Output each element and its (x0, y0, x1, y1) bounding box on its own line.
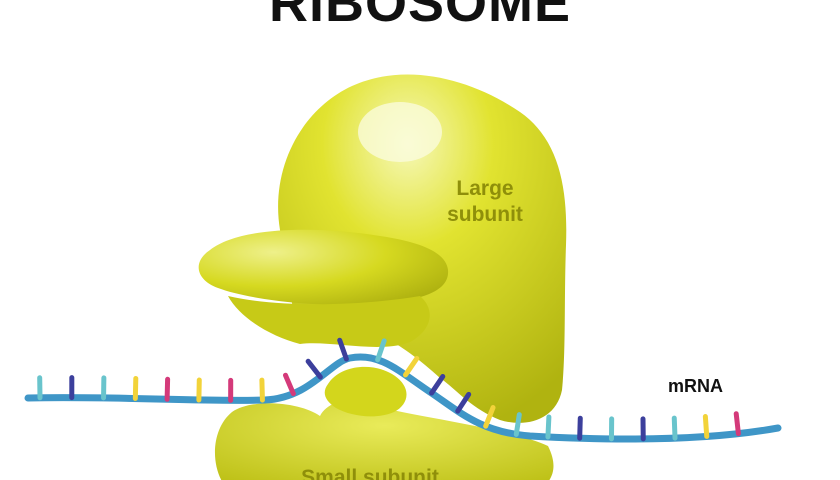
mrna-base (702, 413, 710, 439)
mrna-base (259, 377, 265, 403)
mrna-base (733, 411, 741, 437)
mrna-base (483, 405, 496, 429)
mrna-strand (24, 353, 782, 443)
mrna-base (282, 372, 296, 397)
small-subunit-label: Small subunit (301, 466, 439, 480)
mrna-base (402, 355, 420, 378)
mrna-base (577, 415, 583, 441)
mrna-base (305, 358, 323, 380)
large-subunit-lip-lower (228, 296, 430, 347)
small-subunit (215, 398, 554, 480)
diagram-title: RIBOSOME (268, 0, 572, 33)
large-subunit-lip (198, 229, 449, 306)
mrna-base (429, 373, 446, 396)
mrna-base (671, 415, 678, 441)
large-subunit-highlight (358, 102, 442, 162)
mrna-base (337, 337, 349, 362)
mrna-base (164, 376, 171, 402)
mrna-base (513, 412, 522, 437)
mrna-base (455, 391, 472, 414)
mrna-bases (37, 337, 741, 442)
mrna-base (545, 414, 552, 440)
small-subunit-bump (324, 366, 407, 417)
mrna-base (375, 338, 387, 363)
large-subunit-label: Large subunit (447, 177, 523, 226)
mrna-label: mRNA (668, 376, 724, 396)
